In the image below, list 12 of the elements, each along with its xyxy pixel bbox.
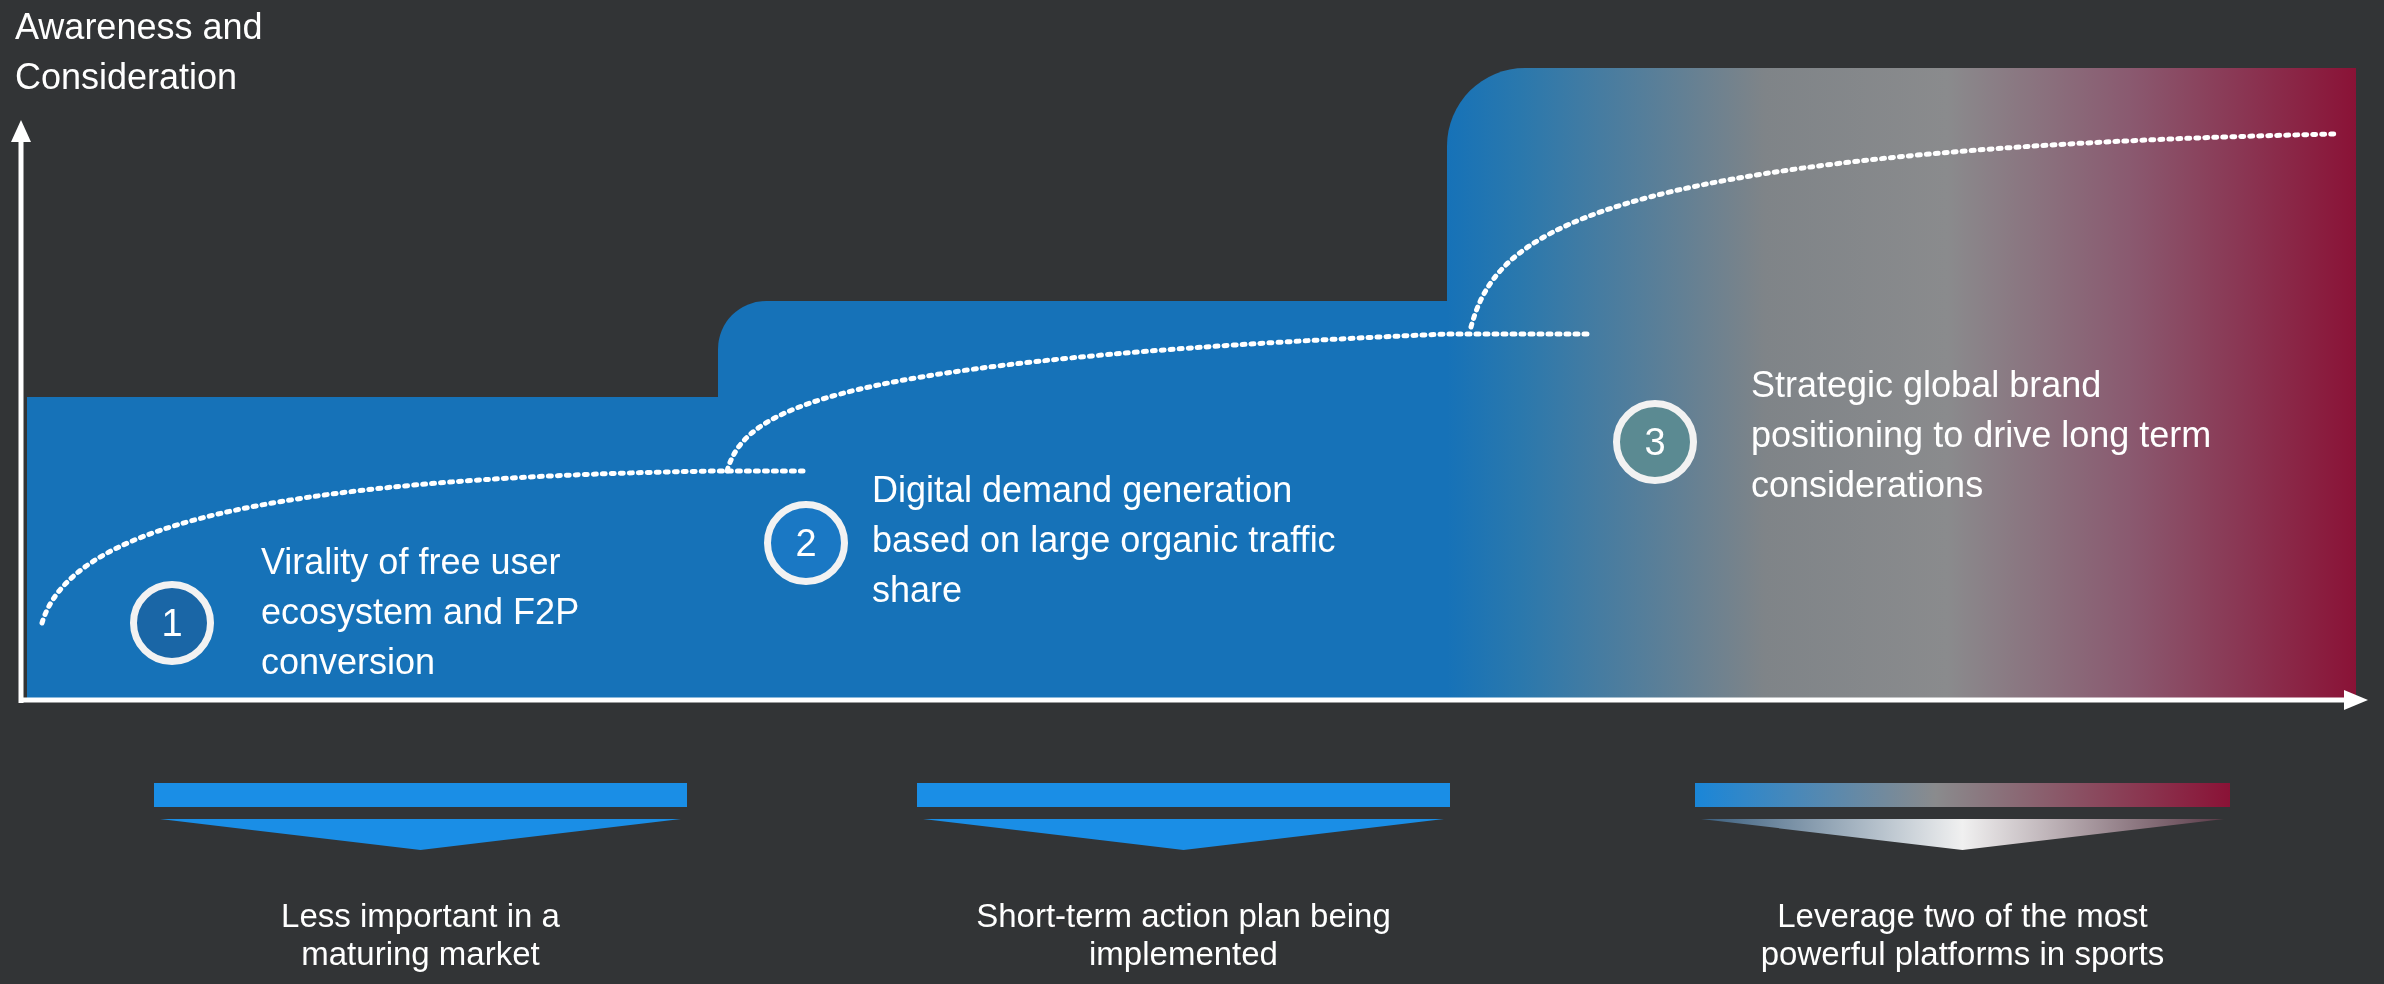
axis-label: Awareness and Consideration: [15, 5, 264, 99]
stage-description: Digital demand generation based on large organic traffic share: [872, 468, 1337, 612]
stage-description: Strategic global brand positioning to drive long term considerations: [1751, 363, 2213, 507]
step-number-circle: 2: [764, 501, 848, 585]
stage-panel: [1447, 68, 2356, 700]
step-number-circle: 1: [130, 581, 214, 665]
stage-note: Leverage two of the most powerful platforms in sports: [1759, 897, 2166, 973]
stage-panel: [27, 397, 718, 700]
step-number-circle: 3: [1613, 400, 1697, 484]
stage-description: Virality of free user ecosystem and F2P conversion: [261, 540, 580, 684]
stage-note: Short-term action plan being implemented: [975, 897, 1392, 973]
stage-note: Less important in a maturing market: [280, 897, 561, 973]
